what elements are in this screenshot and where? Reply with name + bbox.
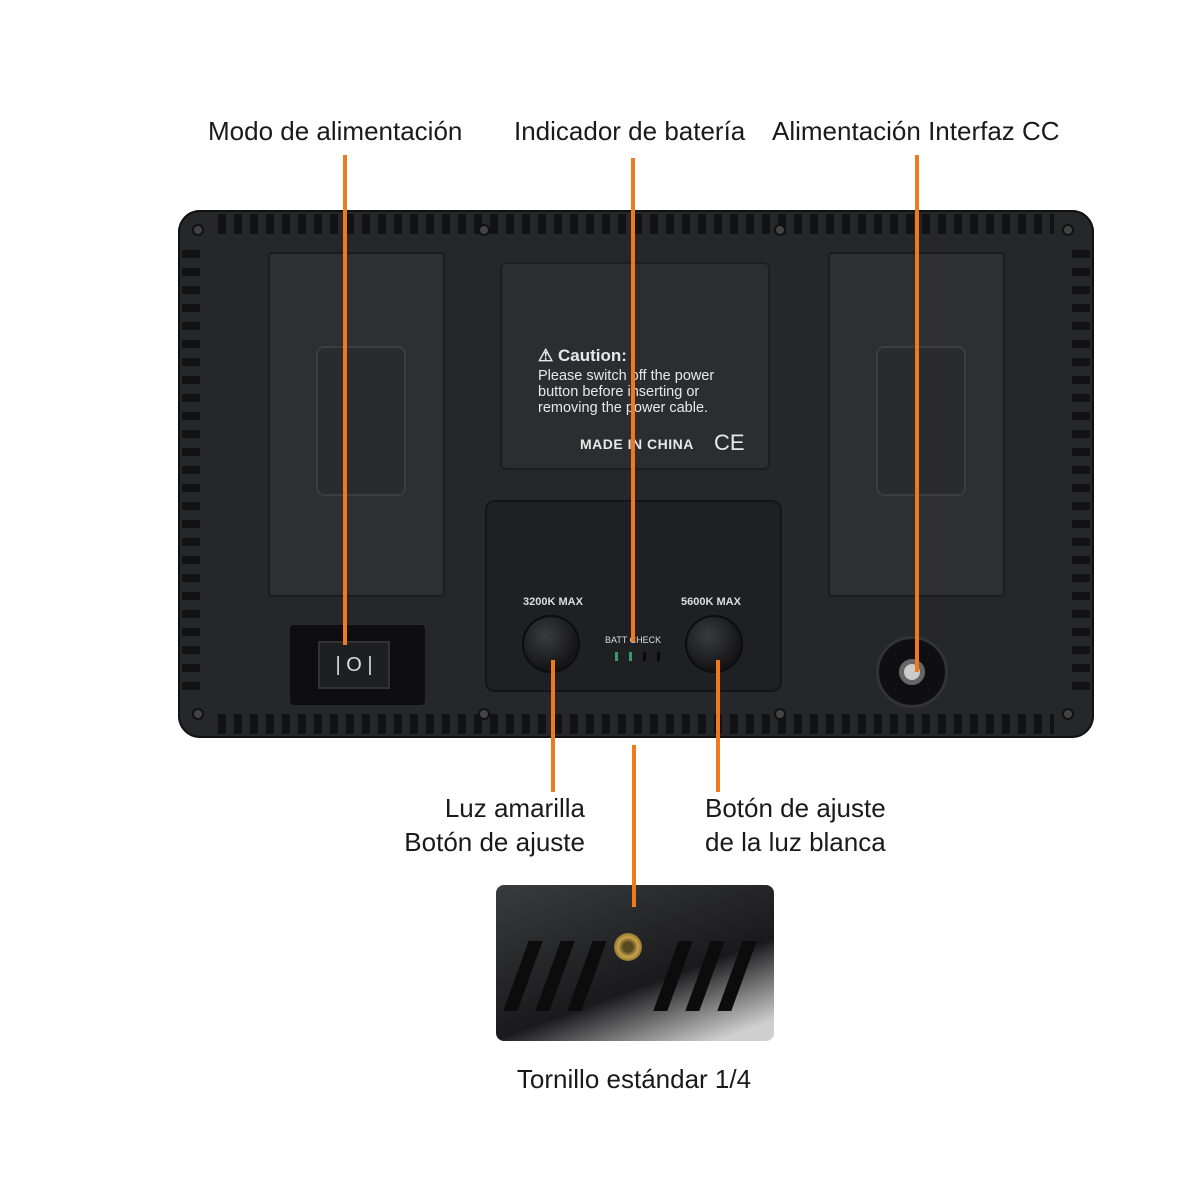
- label-dc-interface: Alimentación Interfaz CC: [772, 116, 1060, 146]
- screw: [192, 708, 204, 720]
- callout-line-yellow: [551, 660, 555, 792]
- label-yellow-1: Luz amarilla: [444, 793, 585, 823]
- callout-line-dc: [915, 155, 919, 672]
- battery-plate-left: [268, 252, 445, 597]
- battery-sticker: [876, 346, 966, 496]
- label-white-1: Botón de ajuste: [705, 793, 886, 823]
- screw: [1062, 224, 1074, 236]
- caution-title: Caution:: [557, 346, 627, 365]
- callout-line-battery: [631, 158, 635, 642]
- label-battery-indicator: Indicador de batería: [514, 116, 746, 146]
- led-panel-back: ⚠ Caution: Please switch off the power b…: [178, 210, 1094, 738]
- screw-mount-photo: [496, 885, 774, 1041]
- battery-led: [657, 652, 660, 661]
- battery-sticker: [316, 346, 406, 496]
- dc-pin: [899, 659, 925, 685]
- caution-body: Please switch off the power button befor…: [538, 368, 715, 416]
- caution-label: ⚠ Caution: Please switch off the power b…: [500, 262, 770, 470]
- screw: [1062, 708, 1074, 720]
- label-white-2: de la luz blanca: [705, 827, 886, 857]
- warning-icon: ⚠: [538, 346, 558, 365]
- battery-led: [615, 652, 618, 661]
- screw: [478, 224, 490, 236]
- screw: [774, 224, 786, 236]
- ce-mark: CE: [714, 430, 745, 455]
- knob-left-label: 3200K MAX: [523, 596, 583, 608]
- cooling-fins: [1072, 250, 1090, 698]
- power-switch[interactable]: | O |: [290, 625, 425, 705]
- screw: [774, 708, 786, 720]
- cooling-fins: [218, 714, 1054, 734]
- callout-line-power-mode: [343, 155, 347, 645]
- screw: [478, 708, 490, 720]
- callout-line-screw: [632, 745, 636, 907]
- screw: [192, 224, 204, 236]
- knob-right-label: 5600K MAX: [681, 596, 741, 608]
- made-in-china: MADE IN CHINA: [580, 436, 694, 452]
- battery-led: [643, 652, 646, 661]
- battery-led: [629, 652, 632, 661]
- label-power-mode: Modo de alimentación: [208, 116, 463, 146]
- cooling-fins: [218, 214, 1054, 234]
- dc-input-port: [876, 636, 948, 708]
- white-light-knob[interactable]: [685, 615, 743, 673]
- threaded-insert: [614, 933, 642, 961]
- label-yellow-2: Botón de ajuste: [404, 827, 585, 857]
- rocker[interactable]: | O |: [318, 641, 390, 689]
- cooling-fins: [182, 250, 200, 698]
- callout-line-white: [716, 660, 720, 792]
- label-screw: Tornillo estándar 1/4: [516, 1064, 752, 1094]
